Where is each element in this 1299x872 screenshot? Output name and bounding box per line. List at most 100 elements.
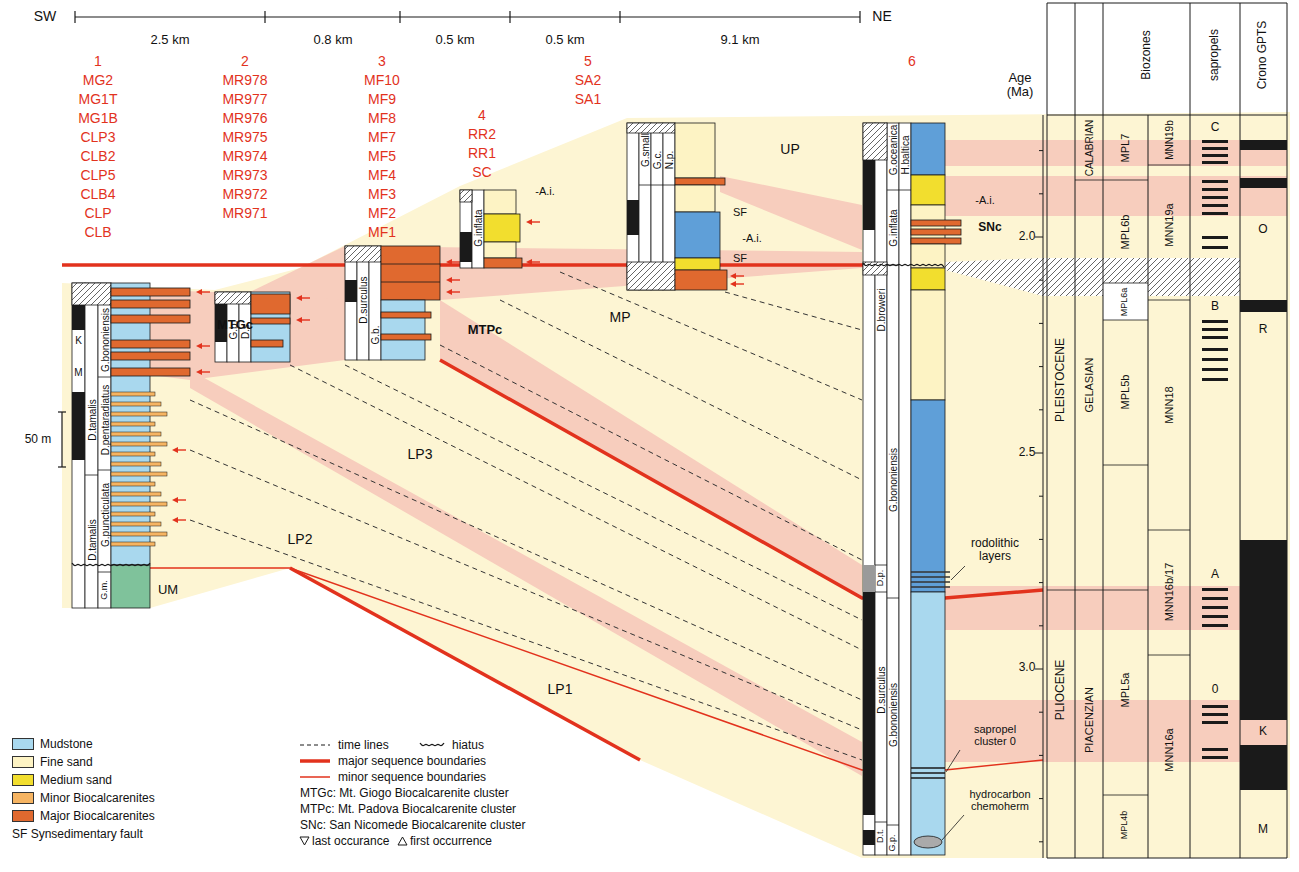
major-sequence-boundary [440, 360, 1043, 598]
hiatus-mark [863, 263, 944, 267]
legend-text: first occurrence [410, 833, 492, 849]
section-number: 3 [364, 52, 400, 71]
note-label: sapropel cluster 0 [964, 723, 1026, 747]
biozone-label: MNN16b/17 [1163, 563, 1175, 622]
fine-sand-bed [911, 290, 945, 400]
zone-boundary [639, 185, 675, 186]
sapropel-bar [1202, 147, 1228, 150]
sapropel-bar [1202, 188, 1228, 191]
zone-boundary [1148, 655, 1190, 656]
major-sequence-boundary [290, 568, 640, 760]
biozone-label: MPL6b [1119, 215, 1131, 250]
zone-strip [85, 283, 98, 608]
rodolithic-layer [911, 586, 950, 588]
zone-boundary [85, 475, 98, 476]
leader-line [942, 815, 964, 840]
section-header: 6 [908, 52, 916, 71]
sapropel-bar [1202, 320, 1228, 323]
distance-scale [75, 16, 860, 17]
minor-biocalcarenite [111, 502, 167, 506]
biozone-label: MPL6a [1120, 288, 1130, 317]
zone-boundary [887, 825, 899, 826]
mudstone-bed [911, 400, 945, 592]
hatched-gap [863, 123, 887, 160]
scale-label: 50 m [25, 433, 52, 446]
mudstone-bed [675, 212, 720, 258]
zone-strip [369, 246, 381, 360]
sapropel-bar [1202, 368, 1228, 371]
zone-strip [863, 123, 875, 855]
biozone-label: MPL4b [1120, 811, 1130, 840]
distance-label: 0.5 km [435, 33, 474, 47]
red-arrowhead [446, 289, 452, 295]
major-biocalcarenite [911, 238, 961, 244]
distance-label: 0.5 km [545, 33, 584, 47]
legend-text: major sequence boundaries [338, 753, 486, 769]
legend-text: Major Biocalcarenites [40, 808, 155, 824]
axis-tick-label: 2.0 [1019, 230, 1036, 243]
biozone-label: MNN19b [1164, 120, 1175, 159]
zone-strip [899, 123, 911, 855]
minor-biocalcarenite [111, 442, 167, 446]
scale-tick [619, 11, 620, 23]
minor-biocalcarenite [111, 422, 155, 426]
polarity-block [72, 392, 85, 460]
fine-sand-bed [484, 190, 516, 214]
sapropel-band [945, 140, 1287, 166]
zone-boundary [1103, 180, 1148, 181]
section-number: 2 [222, 52, 267, 71]
sample-list: MR978 MR977 MR976 MR975 MR974 MR973 MR97… [222, 71, 267, 223]
chron-label: K [75, 335, 82, 346]
zone-label: G.inflata [473, 209, 484, 246]
basin-fill [62, 112, 1290, 858]
red-arrowhead [172, 517, 178, 523]
legend-text: MTGc: Mt. Giogo Biocalcarenite cluster [300, 785, 509, 801]
zone-label: D.tamalis [86, 399, 97, 441]
red-arrowhead [196, 289, 202, 295]
major-biocalcarenite [381, 312, 431, 318]
major-biocalcarenite [381, 334, 431, 340]
unit-label: LP3 [408, 447, 433, 462]
marker-label: -A.i. [535, 185, 555, 197]
zone-label: D.pentaradiatus [99, 385, 110, 456]
table-cell [1103, 283, 1148, 320]
major-biocalcarenite [251, 318, 290, 324]
age-tick [1039, 582, 1043, 583]
minor-biocalcarenite [111, 522, 161, 526]
sapropel-bar [1202, 606, 1228, 609]
direction-label: NE [872, 9, 891, 24]
section-header: 3MF10 MF9 MF8 MF7 MF5 MF4 MF3 MF2 MF1 [364, 52, 400, 242]
age-tick [1039, 280, 1043, 281]
axis-title: Age (Ma) [1007, 71, 1034, 100]
chemoherm-lens [914, 836, 942, 848]
thickness-bar [61, 412, 62, 467]
legend-text: minor sequence boundaries [338, 769, 486, 785]
legend-swatch [12, 792, 34, 804]
sapropel-bar [1202, 705, 1228, 708]
minor-biocalcarenite [111, 392, 155, 396]
fine-sand-bed [675, 185, 715, 212]
table-rule [1103, 3, 1104, 858]
table-rule [1047, 115, 1287, 116]
zone-label: N.p. [664, 151, 675, 169]
note-label: hydrocarbon chemoherm [969, 788, 1030, 812]
stage-label: PIACENZIAN [1083, 687, 1095, 753]
time-line [345, 365, 862, 620]
minor-biocalcarenite [111, 532, 167, 536]
legend-swatch [12, 756, 34, 768]
fault-label: SF [733, 206, 747, 218]
major-biocalcarenite [911, 229, 961, 235]
polarity-block [72, 305, 85, 330]
section-number: 1 [78, 52, 118, 71]
hatched-gap [460, 190, 472, 202]
section-header: 2MR978 MR977 MR976 MR975 MR974 MR973 MR9… [222, 52, 267, 223]
legend-sample [300, 837, 309, 845]
legend-swatch [12, 774, 34, 786]
table-rule [1047, 858, 1287, 859]
polarity-block [1240, 300, 1287, 312]
zone-label: G.b. [370, 326, 381, 345]
polarity-block [1240, 178, 1287, 188]
biozone-label: MNN18 [1163, 386, 1175, 423]
biozone-label: MPL5b [1119, 375, 1131, 410]
age-tick [1039, 755, 1043, 756]
